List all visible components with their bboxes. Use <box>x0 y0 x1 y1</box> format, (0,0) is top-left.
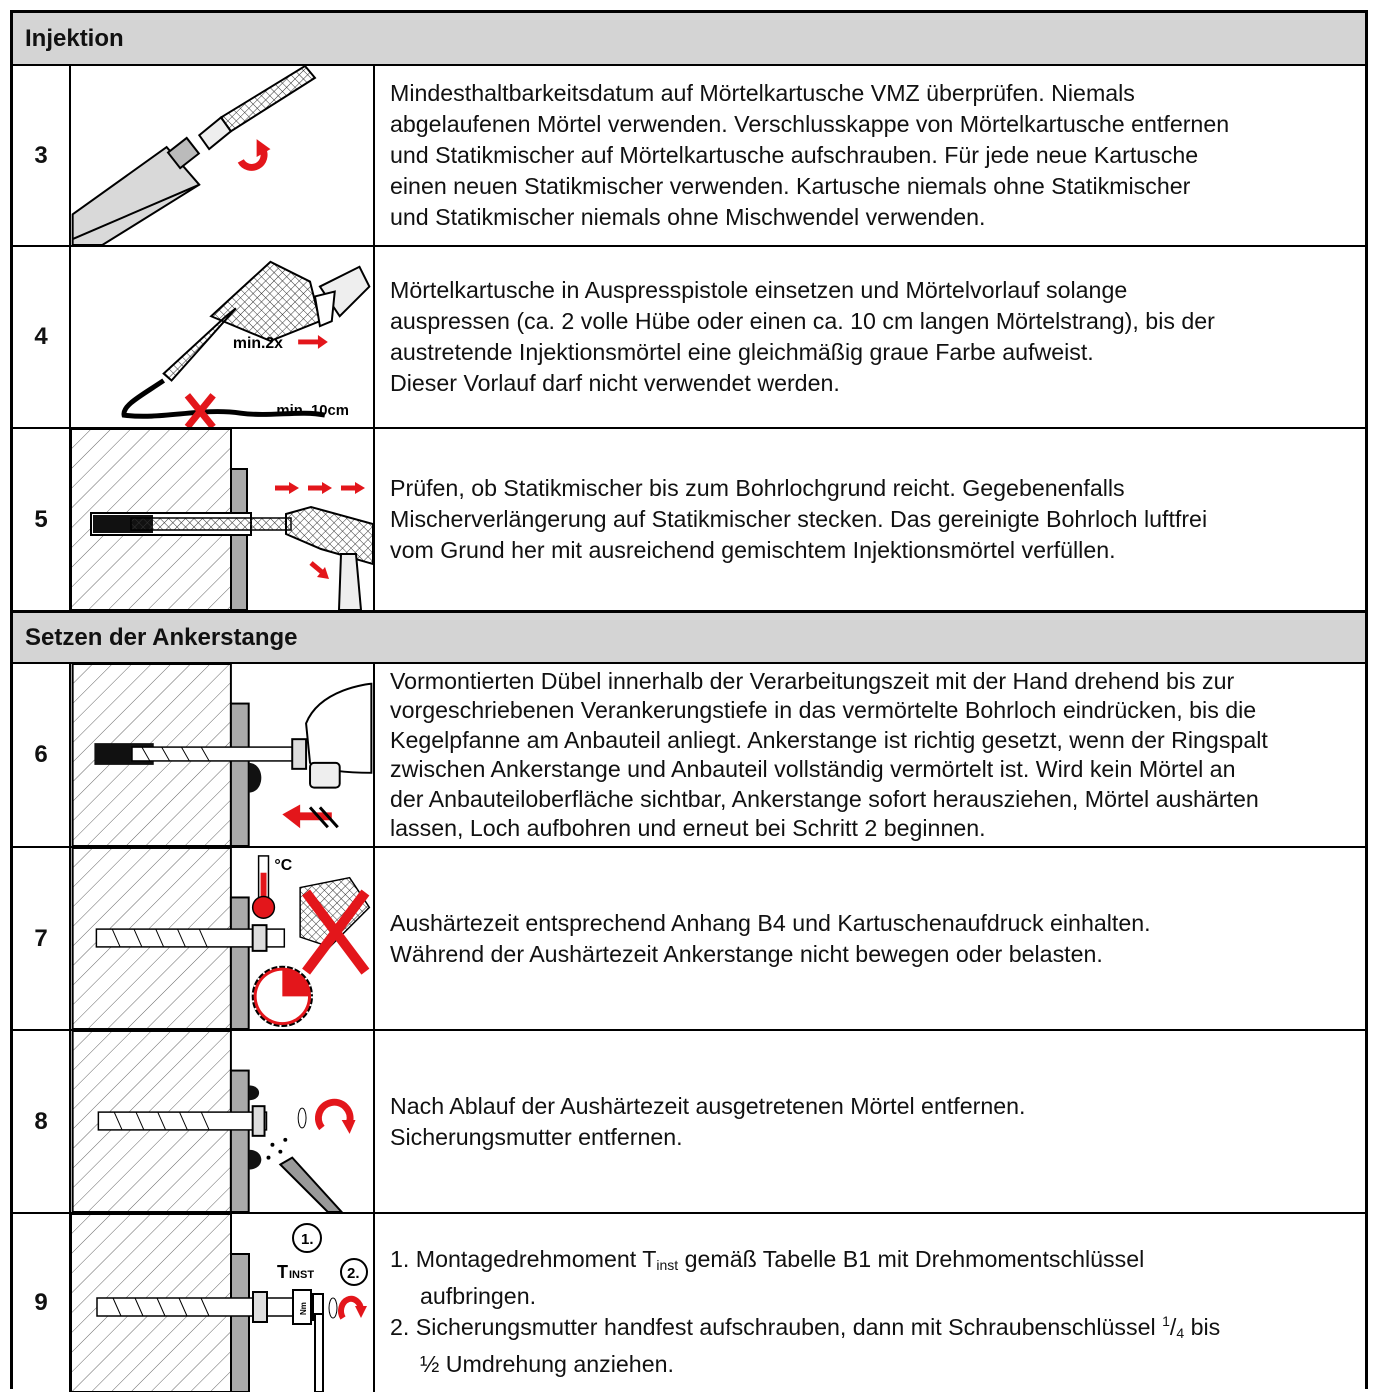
text-line: Vormontierten Dübel innerhalb der Verarb… <box>390 667 1235 694</box>
text-line: der Anbauteiloberfläche sichtbar, Ankers… <box>390 785 1259 812</box>
section-header-injektion: Injektion <box>13 13 1365 66</box>
step-number: 9 <box>13 1214 71 1392</box>
step-number: 3 <box>13 66 71 245</box>
step-row-5: 5 Prüfen, ob Statikmischer bis zum Bohrl… <box>13 429 1365 610</box>
text-line: vorgeschriebenen Verankerungstiefe in da… <box>390 697 1257 723</box>
text-line: Prüfen, ob Statikmischer bis zum Bohrloc… <box>390 475 1125 501</box>
text-line: und Statikmischer auf Mörtelkartusche au… <box>390 142 1199 168</box>
text-segment: bis <box>1184 1314 1221 1340</box>
step-text: Prüfen, ob Statikmischer bis zum Bohrloc… <box>375 429 1365 610</box>
list-item-1-cont: aufbringen. <box>420 1283 537 1309</box>
text-line: einen neuen Statikmischer verwenden. Kar… <box>390 173 1191 199</box>
text-line: auspressen (ca. 2 volle Hübe oder einen … <box>390 308 1215 334</box>
temperature-label: °C <box>274 857 292 874</box>
step-row-6: 6 Vormontierten Dübel innerhalb der Vera… <box>13 664 1365 848</box>
step-number: 7 <box>13 848 71 1029</box>
insert-anchor-icon <box>71 664 373 846</box>
step-4-illustration: min.2x min. 10cm <box>71 247 375 427</box>
step2-label: 2. <box>347 1265 360 1282</box>
step-3-illustration <box>71 66 375 245</box>
text-line: zwischen Ankerstange und Anbauteil volls… <box>390 756 1236 782</box>
text-line: abgelaufenen Mörtel verwenden. Verschlus… <box>390 111 1230 137</box>
step-7-illustration: °C <box>71 848 375 1029</box>
length-label: min. 10cm <box>276 403 349 419</box>
text-line: Während der Aushärtezeit Ankerstange nic… <box>390 940 1103 967</box>
section-header-setzen: Setzen der Ankerstange <box>13 613 1365 664</box>
nm-label: Nm <box>299 1302 308 1315</box>
step-6-illustration <box>71 664 375 846</box>
section-title: Injektion <box>25 24 124 52</box>
text-line: vom Grund her mit ausreichend gemischtem… <box>390 537 1116 563</box>
text-line: Sicherungsmutter entfernen. <box>390 1123 683 1150</box>
text-line: Mischerverlängerung auf Statikmischer st… <box>390 506 1208 532</box>
list-item-2: 2. Sicherungsmutter handfest aufschraube… <box>390 1313 1221 1341</box>
text-segment: gemäß Tabelle B1 mit Drehmomentschlüssel <box>678 1246 1145 1272</box>
step1-label: 1. <box>301 1231 314 1248</box>
text-line: Kegelpfanne am Anbauteil anliegt. Ankers… <box>390 726 1268 753</box>
tinst-sub-label: INST <box>289 1269 314 1281</box>
step-8-illustration <box>71 1031 375 1212</box>
step-9-illustration: 1. T INST Nm 2. <box>71 1214 375 1392</box>
fill-drill-hole-icon <box>71 429 373 610</box>
step-row-3: 3 Mindesthaltbarkeitsdatum auf Mörtelkar… <box>13 66 1365 247</box>
text-line: und Statikmischer niemals ohne Mischwend… <box>390 204 986 230</box>
section-divider <box>13 610 1365 613</box>
step-number: 4 <box>13 247 71 427</box>
text-line: Aushärtezeit entsprechend Anhang B4 und … <box>390 909 1151 936</box>
step-text: Mindesthaltbarkeitsdatum auf Mörtelkartu… <box>375 66 1365 245</box>
cartridge-mixer-icon <box>71 66 317 245</box>
step-text: 1. Montagedrehmoment Tinst gemäß Tabelle… <box>375 1214 1365 1392</box>
step-text: Aushärtezeit entsprechend Anhang B4 und … <box>375 848 1365 1029</box>
torque-wrench-icon: 1. T INST Nm 2. <box>71 1214 368 1392</box>
superscript: 1 <box>1162 1313 1170 1329</box>
step-text: Vormontierten Dübel innerhalb der Verarb… <box>375 664 1365 846</box>
strokes-label: min.2x <box>233 335 283 352</box>
subscript: 4 <box>1176 1325 1185 1341</box>
step-text: Nach Ablauf der Aushärtezeit ausgetreten… <box>375 1031 1365 1212</box>
text-line: lassen, Loch aufbohren und erneut bei Sc… <box>390 815 986 841</box>
text-segment: 2. Sicherungsmutter handfest aufschraube… <box>390 1314 1163 1340</box>
step-row-9: 9 1. T INST Nm 2. <box>13 1214 1365 1392</box>
instruction-table: Injektion 3 Mindesthaltbarkeitsdatum auf… <box>10 10 1368 1392</box>
text-line: Mörtelkartusche in Auspresspistole einse… <box>390 277 1128 303</box>
step-5-illustration <box>71 429 375 610</box>
text-segment: 1. Montagedrehmoment T <box>390 1246 657 1272</box>
step-number: 8 <box>13 1031 71 1212</box>
list-item-1: 1. Montagedrehmoment Tinst gemäß Tabelle… <box>390 1244 1365 1281</box>
step-text: Mörtelkartusche in Auspresspistole einse… <box>375 247 1365 427</box>
remove-mortar-icon <box>71 1031 356 1212</box>
subscript: inst <box>656 1257 679 1273</box>
dispenser-gun-icon: min.2x min. 10cm <box>121 260 371 427</box>
curing-time-icon: °C <box>71 848 371 1029</box>
step-row-7: 7 °C Aushärtezeit entsprechend Anhang B4 <box>13 848 1365 1031</box>
text-line: Nach Ablauf der Aushärtezeit ausgetreten… <box>390 1092 1026 1119</box>
text-line: Dieser Vorlauf darf nicht verwendet werd… <box>390 370 840 396</box>
step-number: 5 <box>13 429 71 610</box>
step-number: 6 <box>13 664 71 846</box>
text-line: Mindesthaltbarkeitsdatum auf Mörtelkartu… <box>390 80 1135 106</box>
step-row-8: 8 Nach Ablauf der Aushärtezeit ausgetret… <box>13 1031 1365 1214</box>
text-line: austretende Injektionsmörtel eine gleich… <box>390 339 1094 365</box>
step-row-4: 4 min.2x min. 10cm Mörtelkartusche in Au… <box>13 247 1365 429</box>
tinst-label: T <box>277 1262 288 1282</box>
list-item-2-cont: ½ Umdrehung anziehen. <box>420 1351 674 1377</box>
section-title: Setzen der Ankerstange <box>25 623 298 651</box>
